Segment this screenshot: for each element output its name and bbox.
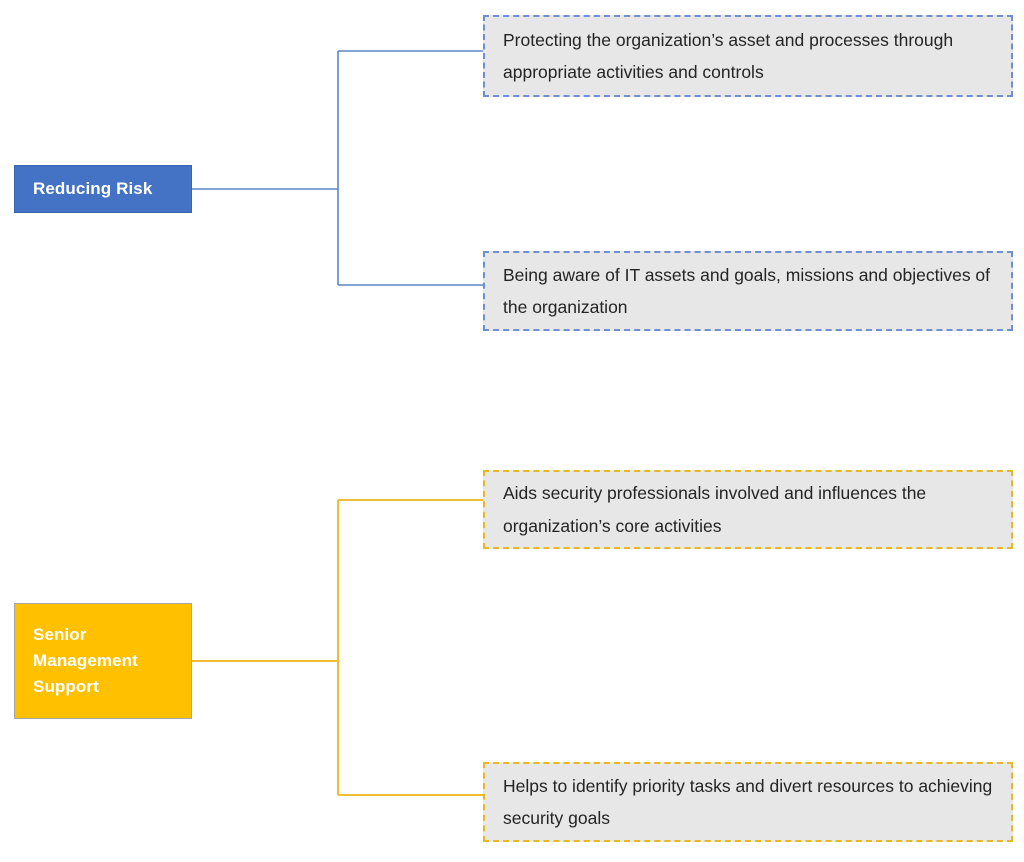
- root-node-senior-management-support[interactable]: Senior Management Support: [14, 603, 192, 719]
- root-node-label-line-2: Management: [33, 651, 138, 671]
- connector-group-reducing-risk: [192, 50, 483, 286]
- root-node-label: Reducing Risk: [33, 179, 153, 199]
- leaf-node-senior-management-support-2[interactable]: Helps to identify priority tasks and div…: [483, 762, 1013, 842]
- leaf-node-reducing-risk-2[interactable]: Being aware of IT assets and goals, miss…: [483, 251, 1013, 331]
- root-node-reducing-risk[interactable]: Reducing Risk: [14, 165, 192, 213]
- root-node-label-line-1: Senior: [33, 625, 87, 645]
- connector-group-senior-management-support: [192, 499, 483, 796]
- root-node-label-line-3: Support: [33, 676, 99, 696]
- leaf-node-senior-management-support-1[interactable]: Aids security professionals involved and…: [483, 470, 1013, 549]
- leaf-node-reducing-risk-1[interactable]: Protecting the organization’s asset and …: [483, 15, 1013, 97]
